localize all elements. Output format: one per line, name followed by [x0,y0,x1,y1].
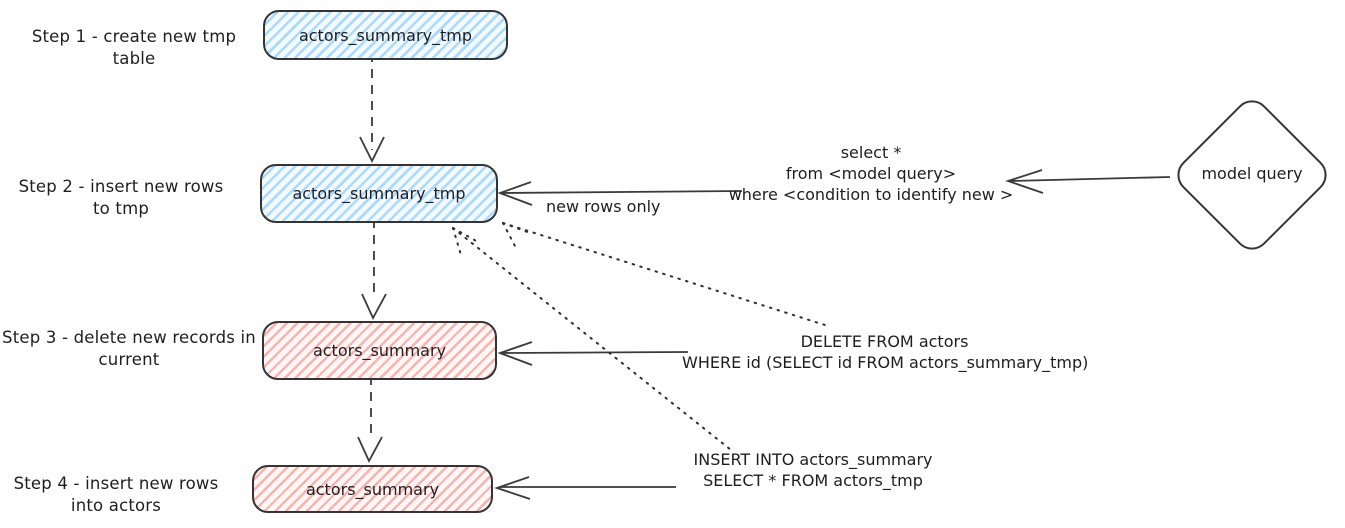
arrow-insert-into-actors-summary [494,476,676,500]
node-label: actors_summary_tmp [292,184,466,203]
step-1-label-line: Step 1 - create new tmp table [31,27,237,68]
node-actors-summary-step4: actors_summary [252,465,493,513]
step-4-label-line: Step 4 - insert new rows [13,474,219,493]
sql-model-query-block: select * from <model query> where <condi… [706,142,1036,205]
sql-line: DELETE FROM actors [800,332,969,351]
step-4-label-line: into actors [70,496,162,515]
step-4-label: Step 4 - insert new rows into actors [10,473,222,517]
step-1-label: Step 1 - create new tmp table [8,26,260,70]
arrow-step2-to-step3 [361,219,387,321]
node-actors-summary-tmp-step2: actors_summary_tmp [260,164,498,223]
node-label: actors_summary_tmp [298,25,473,45]
step-3-label-line: current [98,350,160,369]
sql-line: SELECT * FROM actors_tmp [703,471,923,490]
node-actors-summary-tmp-step1: actors_summary_tmp [263,10,508,60]
arrow-step3-to-step4 [357,376,383,464]
step-2-label: Step 2 - insert new rows to tmp [10,176,232,220]
step-2-label-line: to tmp [92,199,150,218]
sql-line: from <model query> [785,164,957,183]
sql-line: where <condition to identify new > [728,185,1014,204]
label-new-rows-only: new rows only [546,197,661,216]
node-actors-summary-step3: actors_summary [262,321,497,380]
arrow-delete-into-actors-summary [497,341,689,366]
sql-delete-block: DELETE FROM actors WHERE id (SELECT id F… [682,331,1089,373]
sql-insert-block: INSERT INTO actors_summary SELECT * FROM… [660,449,966,491]
node-label: actors_summary [305,479,440,499]
sql-line: select * [840,143,902,162]
node-label: actors_summary [312,341,447,360]
step-3-label: Step 3 - delete new records in current [0,327,258,371]
sql-line: INSERT INTO actors_summary [693,450,933,469]
dotted-ref-delete-to-tmp [502,222,829,327]
step-3-label-line: Step 3 - delete new records in [2,328,256,347]
node-model-query-label: model query [1201,164,1303,183]
sql-line: WHERE id (SELECT id FROM actors_summary_… [682,353,1089,372]
step-2-label-line: Step 2 - insert new rows [18,177,224,196]
arrow-step1-to-step2 [359,53,385,164]
